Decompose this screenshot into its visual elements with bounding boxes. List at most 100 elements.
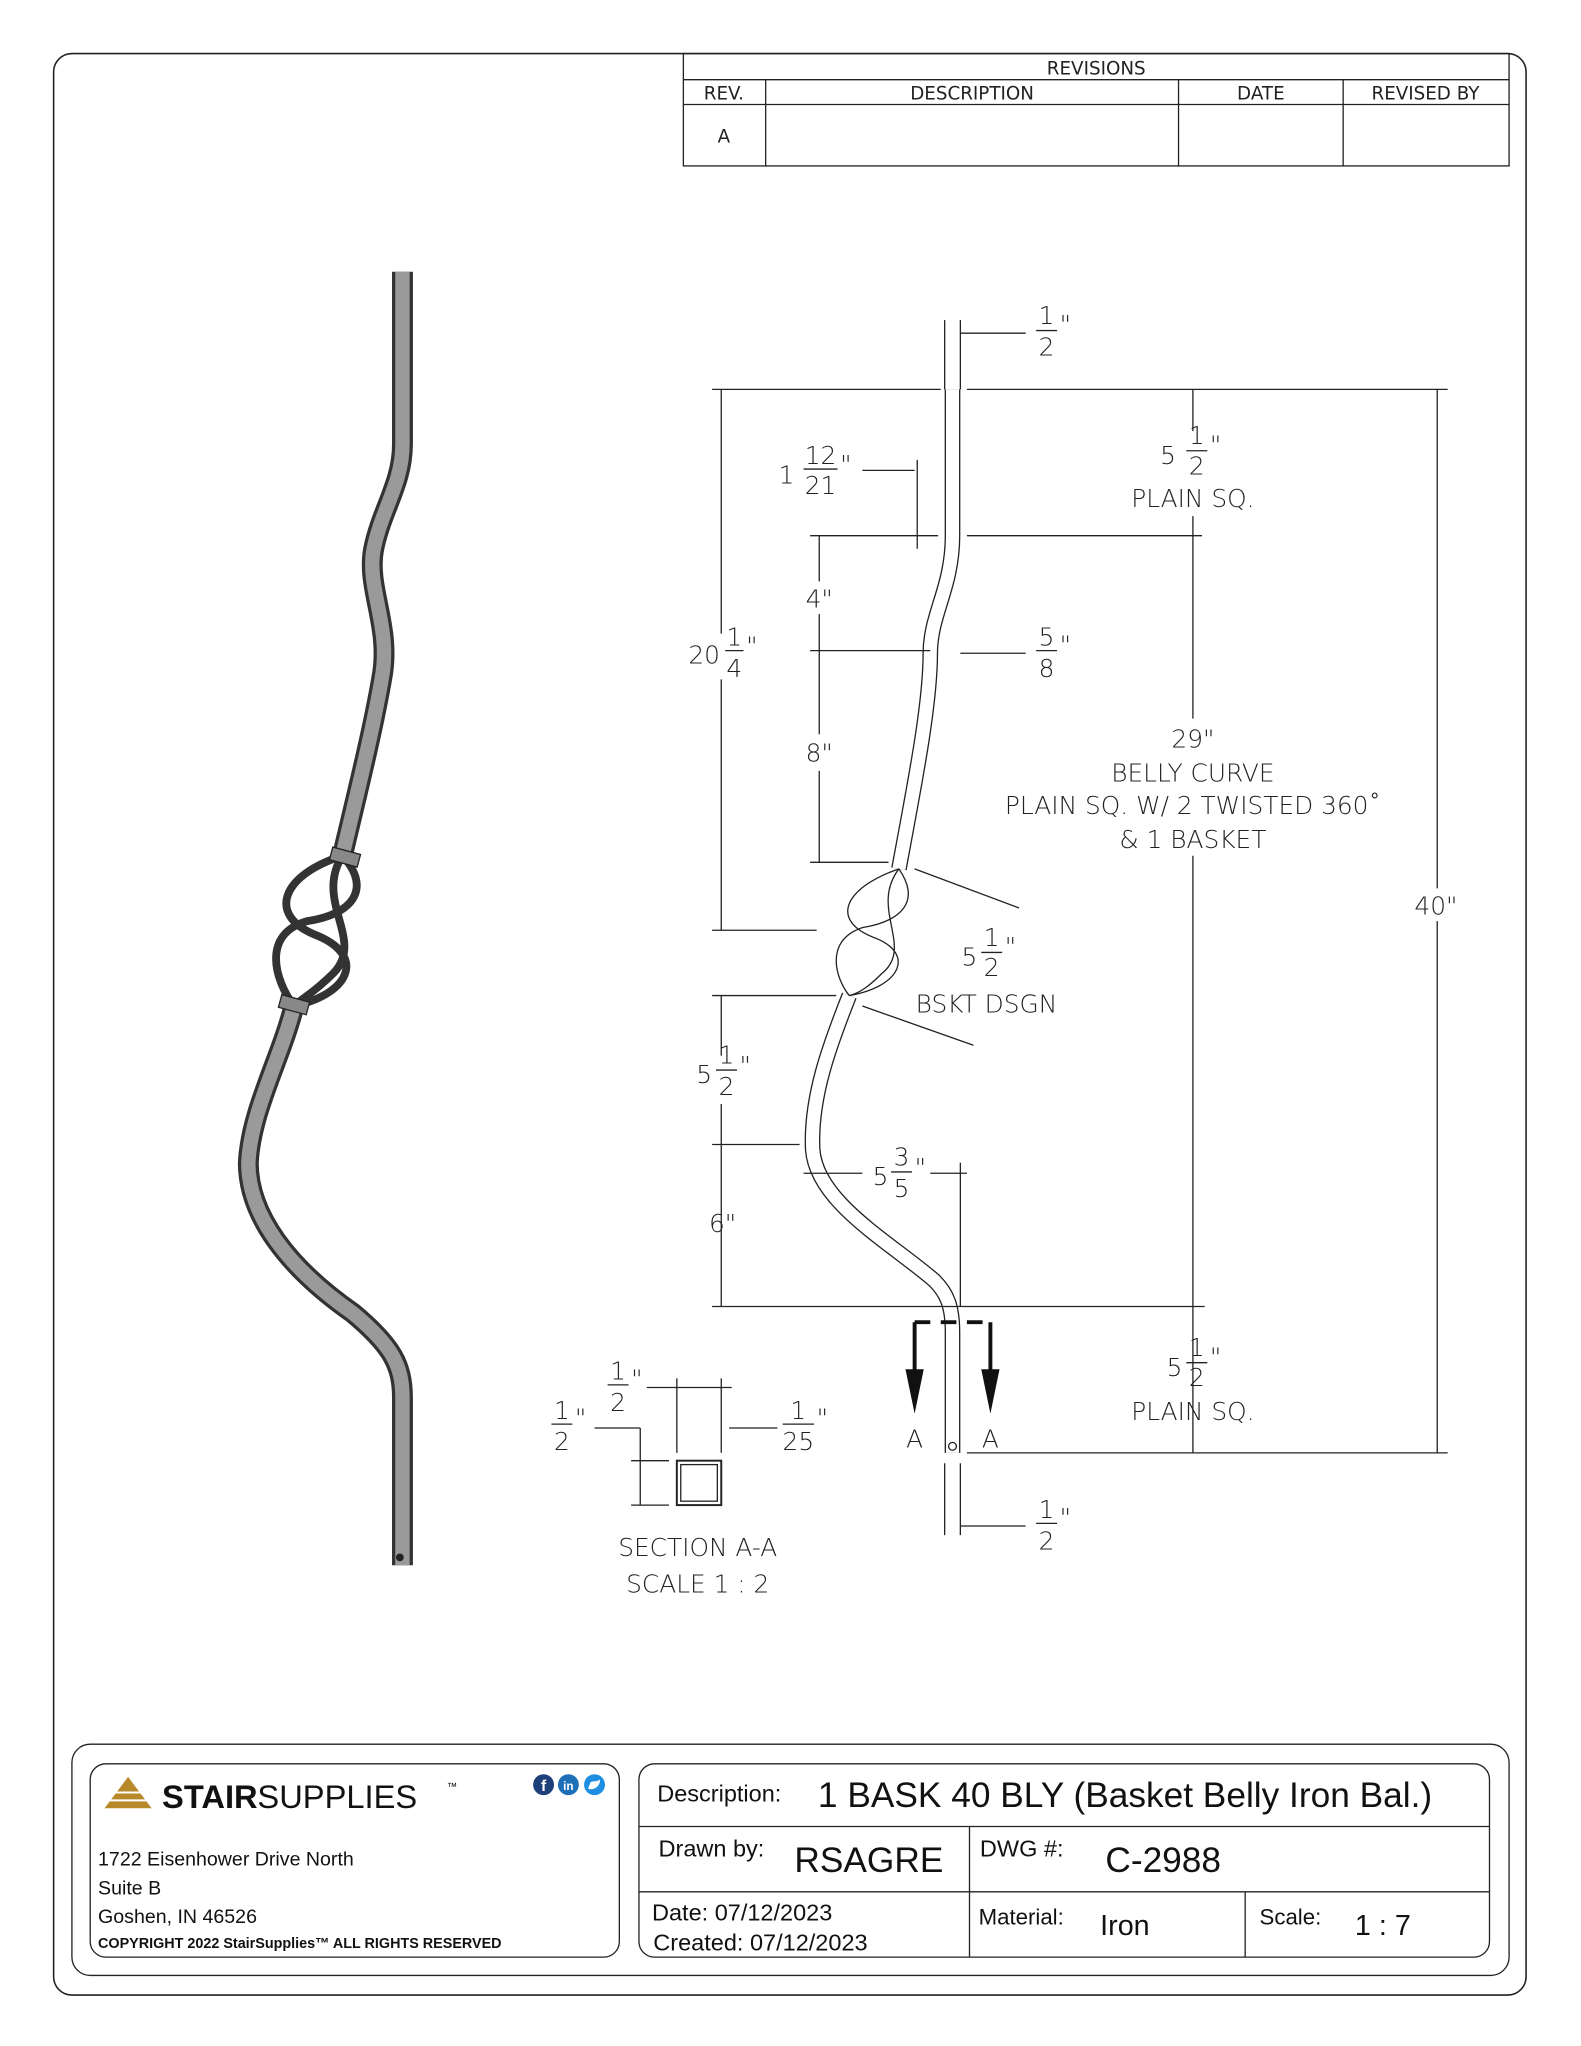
company-logo: STAIR SUPPLIES ™ xyxy=(104,1776,457,1815)
svg-text:SUPPLIES: SUPPLIES xyxy=(257,1778,417,1815)
dim-belly-offset: 5 3 5" xyxy=(873,1142,926,1202)
svg-text:f: f xyxy=(541,1778,547,1795)
svg-text:2: 2 xyxy=(719,1072,735,1101)
dim-belly: 29" BELLY CURVE PLAIN SQ. W/ 2 TWISTED 3… xyxy=(1005,724,1381,854)
svg-text:2: 2 xyxy=(554,1427,570,1456)
dim-seg-8: 8" xyxy=(806,739,833,768)
date: Date: 07/12/2023 xyxy=(652,1900,832,1926)
svg-text:": " xyxy=(840,450,851,479)
svg-text:1: 1 xyxy=(779,460,795,489)
svg-text:2: 2 xyxy=(1189,451,1205,480)
svg-text:5: 5 xyxy=(894,1174,910,1203)
svg-text:1: 1 xyxy=(984,923,1000,952)
svg-text:in: in xyxy=(563,1780,573,1793)
title-block: STAIR SUPPLIES ™ f in 1722 Eisenhower Dr… xyxy=(71,1743,1510,1977)
copyright: COPYRIGHT 2022 StairSupplies™ ALL RIGHTS… xyxy=(98,1936,502,1952)
svg-text:": " xyxy=(631,1365,642,1394)
dwg-label: DWG #: xyxy=(980,1836,1064,1862)
svg-text:BSKT DSGN: BSKT DSGN xyxy=(916,990,1058,1019)
svg-text:1: 1 xyxy=(790,1396,806,1425)
revisions-title: REVISIONS xyxy=(1047,58,1146,79)
dim-lower-seg: 5 1 2" xyxy=(696,1041,751,1101)
svg-text:PLAIN SQ.: PLAIN SQ. xyxy=(1131,1397,1254,1426)
sheet-border xyxy=(52,52,1527,1996)
address-line-1: 1722 Eisenhower Drive North xyxy=(98,1849,354,1871)
svg-text:3: 3 xyxy=(894,1142,910,1171)
address-line-2: Suite B xyxy=(98,1877,161,1899)
svg-text:1: 1 xyxy=(719,1041,735,1070)
svg-text:": " xyxy=(1210,430,1221,459)
svg-text:": " xyxy=(1060,310,1071,339)
description-header: DESCRIPTION xyxy=(910,83,1034,104)
dim-left-overall: 20 1 4" xyxy=(688,622,757,682)
dim-twist-width: 5 8" xyxy=(1036,622,1071,683)
facebook-icon[interactable] xyxy=(533,1774,555,1796)
svg-text:5: 5 xyxy=(1039,622,1055,651)
rev-value: A xyxy=(718,126,731,147)
svg-text:": " xyxy=(575,1404,586,1433)
dim-overall: 40" xyxy=(1414,892,1457,921)
svg-text:": " xyxy=(1060,630,1071,659)
dim-top-width: 1 2" xyxy=(1036,301,1071,361)
svg-text:4: 4 xyxy=(726,654,742,683)
dim-bottom-width: 1 2" xyxy=(1036,1495,1071,1556)
svg-text:5: 5 xyxy=(962,943,978,972)
svg-text:": " xyxy=(1005,932,1016,961)
dim-top-plain: 5 1 2" PLAIN SQ. xyxy=(1131,421,1254,513)
description-label: Description: xyxy=(657,1781,781,1807)
svg-text:8: 8 xyxy=(1039,654,1055,683)
section-label-right: A xyxy=(982,1425,999,1454)
svg-text:5: 5 xyxy=(1167,1353,1183,1382)
svg-text:": " xyxy=(1210,1342,1221,1371)
dim-seg-4: 4" xyxy=(806,585,833,614)
svg-text:STAIR: STAIR xyxy=(162,1778,258,1815)
svg-text:5: 5 xyxy=(696,1060,712,1089)
dim-offset-top: 1 12 21" xyxy=(779,441,852,500)
revisions-table: REVISIONS REV. DESCRIPTION DATE REVISED … xyxy=(682,52,1510,167)
dim-seg-6: 6" xyxy=(709,1209,736,1238)
social-icons[interactable]: f in xyxy=(533,1774,605,1795)
linkedin-icon[interactable] xyxy=(557,1774,579,1796)
scale-label: Scale: xyxy=(1260,1904,1322,1929)
drawn-by-label: Drawn by: xyxy=(659,1836,765,1862)
svg-text:1: 1 xyxy=(1039,301,1055,330)
svg-text:1: 1 xyxy=(610,1357,626,1386)
dimension-lines xyxy=(712,320,1448,1536)
section-title: SECTION A-A xyxy=(618,1533,777,1562)
svg-text:1: 1 xyxy=(1189,421,1205,450)
svg-text:1: 1 xyxy=(1189,1333,1205,1362)
svg-text:PLAIN SQ. W/ 2 TWISTED 360˚: PLAIN SQ. W/ 2 TWISTED 360˚ xyxy=(1005,791,1381,820)
svg-text:PLAIN SQ.: PLAIN SQ. xyxy=(1131,484,1254,513)
section-view: 1 2" 1 2" 1 25" SECTION A-A SCALE 1 : 2 xyxy=(551,1357,828,1599)
baluster-render xyxy=(237,271,413,1566)
dim-bottom-plain: 5 1 2" PLAIN SQ. xyxy=(1131,1333,1254,1426)
svg-text:BELLY CURVE: BELLY CURVE xyxy=(1111,758,1274,787)
svg-text:": " xyxy=(915,1153,926,1182)
svg-text:1: 1 xyxy=(554,1396,570,1425)
svg-text:": " xyxy=(817,1404,828,1433)
dwg-value: C-2988 xyxy=(1105,1841,1221,1880)
rev-header: REV. xyxy=(704,83,744,104)
baluster-outline xyxy=(804,389,961,1453)
svg-text:5: 5 xyxy=(1160,441,1176,470)
svg-text:": " xyxy=(1060,1503,1071,1532)
section-label-left: A xyxy=(906,1425,923,1454)
created-date: Created: 07/12/2023 xyxy=(653,1930,867,1956)
svg-text:29": 29" xyxy=(1171,724,1214,753)
svg-text:": " xyxy=(740,1051,751,1080)
revised-by-header: REVISED BY xyxy=(1372,83,1481,104)
section-arrows: A A xyxy=(905,1320,1000,1454)
material-value: Iron xyxy=(1100,1910,1150,1942)
svg-text:2: 2 xyxy=(1039,1527,1055,1556)
svg-text:™: ™ xyxy=(447,1782,457,1793)
description-value: 1 BASK 40 BLY (Basket Belly Iron Bal.) xyxy=(818,1776,1432,1815)
svg-text:2: 2 xyxy=(1039,332,1055,361)
svg-text:12: 12 xyxy=(805,441,837,470)
drawn-by-value: RSAGRE xyxy=(794,1841,943,1880)
svg-text:& 1 BASKET: & 1 BASKET xyxy=(1119,825,1266,854)
svg-text:25: 25 xyxy=(783,1427,815,1456)
date-header: DATE xyxy=(1237,83,1285,104)
address-line-3: Goshen, IN 46526 xyxy=(98,1906,257,1928)
svg-text:2: 2 xyxy=(610,1388,626,1417)
